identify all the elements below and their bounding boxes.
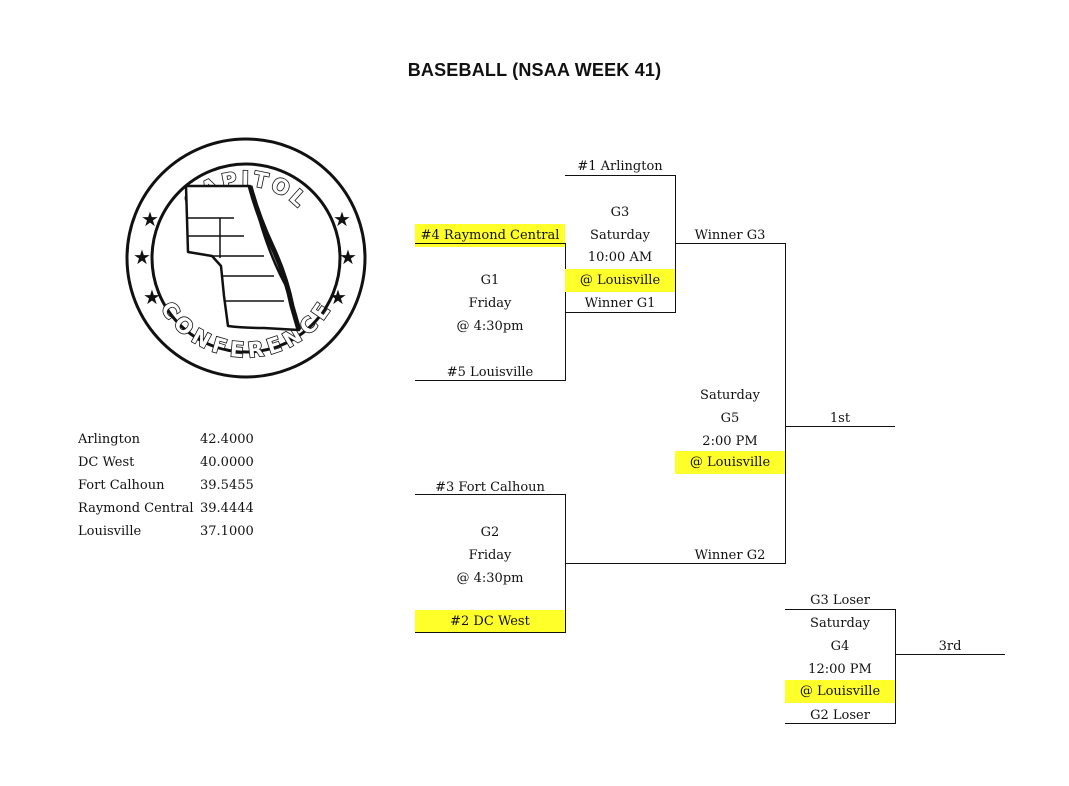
bracket-line [785,723,895,724]
third-place-label: 3rd [938,639,962,654]
g1-bottom-team: #5 Louisville [446,365,534,380]
star-icon: ★ [143,285,161,309]
g4-top-team: G3 Loser [810,593,870,608]
star-icon: ★ [333,207,351,231]
standings-team: Arlington [78,432,141,447]
g2-top-team: #3 Fort Calhoun [435,480,545,495]
star-icon: ★ [141,207,159,231]
page-title: BASEBALL (NSAA WEEK 41) [407,60,662,80]
star-icon: ★ [329,285,347,309]
g3-day: Saturday [590,228,650,243]
state-map [184,184,301,332]
bracket-line [565,563,785,564]
g4-time: 12:00 PM [808,662,872,677]
g1-day: Friday [468,296,512,311]
bracket-line [785,243,786,564]
bracket-line [785,426,895,427]
g1-top-team: #4 Raymond Central [415,224,565,247]
g5-bottom-team: Winner G2 [694,548,766,563]
bracket-line [675,175,676,313]
standings-score: 39.5455 [200,478,254,493]
bracket-line [415,243,565,244]
g3-site: @ Louisville [565,269,675,292]
g3-game: G3 [610,205,630,220]
g3-bottom-team: Winner G1 [584,296,656,311]
bracket-line [415,632,565,633]
g2-time: @ 4:30pm [456,571,524,586]
g1-time: @ 4:30pm [456,319,524,334]
standings-score: 39.4444 [200,501,254,516]
g3-time: 10:00 AM [587,250,653,265]
bracket-line [895,654,1005,655]
g4-bottom-team: G2 Loser [810,708,870,723]
g5-site: @ Louisville [675,451,785,474]
first-place-label: 1st [829,411,851,426]
g5-time: 2:00 PM [702,434,758,449]
bracket-line [565,175,675,176]
g5-top-team: Winner G3 [694,228,766,243]
standings-team: Raymond Central [78,501,194,516]
g5-day: Saturday [700,388,760,403]
g4-game: G4 [830,639,850,654]
standings-team: Louisville [78,524,142,539]
bracket-line [675,243,785,244]
bracket-line [565,312,675,313]
star-icon: ★ [339,245,357,269]
bracket-line [415,380,565,381]
standings-team: Fort Calhoun [78,478,165,493]
g3-top-team: #1 Arlington [577,159,663,174]
star-icon: ★ [133,245,151,269]
g1-game: G1 [480,273,500,288]
standings-score: 37.1000 [200,524,254,539]
g4-site: @ Louisville [785,680,895,703]
standings-team: DC West [78,455,135,470]
bracket-line [785,609,895,610]
bracket-line [895,609,896,724]
g4-day: Saturday [810,616,870,631]
g2-day: Friday [468,548,512,563]
g2-bottom-team: #2 DC West [415,610,565,633]
bracket-line [415,494,565,495]
standings-score: 40.0000 [200,455,254,470]
standings-score: 42.4000 [200,432,254,447]
g2-game: G2 [480,525,500,540]
g5-game: G5 [720,411,740,426]
capitol-conference-logo: CAPITOL CONFERENCE ★ ★ ★ ★ ★ ★ [125,137,367,379]
